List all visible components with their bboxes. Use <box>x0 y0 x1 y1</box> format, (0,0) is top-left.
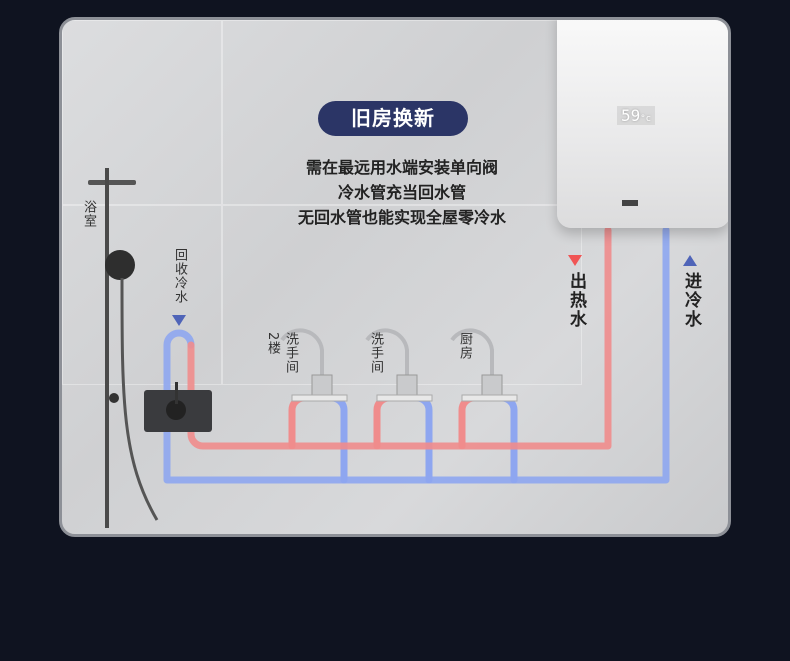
diagram-card: 59°c 旧房换新 需在最远用水端安装单向阀 冷水管充当回水管 无回水管也能实现… <box>59 17 731 537</box>
label-floor2: 2楼 <box>265 332 280 356</box>
temperature-display: 59°c <box>617 106 656 125</box>
return-arrow-icon <box>172 315 186 326</box>
label-washroom-2: 洗手间 <box>368 332 383 374</box>
temperature-value: 59 <box>621 106 641 125</box>
pipe-diagram <box>88 168 697 528</box>
description-line: 无回水管也能实现全屋零冷水 <box>297 208 506 227</box>
label-cold-in: 进冷水 <box>681 272 701 329</box>
brand-logo <box>622 200 638 206</box>
hot-branches <box>288 394 478 450</box>
description-line: 冷水管充当回水管 <box>337 183 466 202</box>
cold-pipe <box>163 226 670 484</box>
label-kitchen: 厨房 <box>457 332 472 360</box>
temperature-unit: °c <box>640 114 652 124</box>
faucet-icons <box>280 328 518 402</box>
title-badge: 旧房换新 <box>318 101 468 136</box>
hot-out-arrow-icon <box>568 255 582 266</box>
tile <box>62 20 222 205</box>
mixer-valve-icon <box>144 382 212 432</box>
label-washroom-1: 洗手间 <box>283 332 298 374</box>
cold-in-arrow-icon <box>683 255 697 266</box>
shower-icon <box>88 168 159 528</box>
label-return-cold: 回收冷水 <box>172 248 187 304</box>
label-hot-out: 出热水 <box>566 272 586 329</box>
cold-branches <box>328 394 518 484</box>
description-line: 需在最远用水端安装单向阀 <box>305 158 498 177</box>
water-heater: 59°c <box>557 20 728 228</box>
hot-pipe <box>187 226 612 450</box>
label-bathroom: 浴室 <box>81 200 96 228</box>
tile <box>62 205 222 385</box>
